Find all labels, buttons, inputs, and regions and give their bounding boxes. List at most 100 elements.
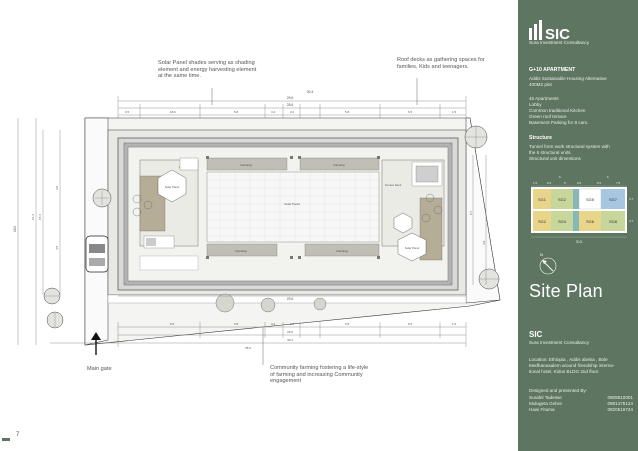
svg-text:1.5: 1.5 [452, 322, 457, 326]
svg-text:Farming: Farming [240, 163, 251, 167]
svg-text:5.8: 5.8 [345, 322, 350, 326]
logo-word: SIC [545, 26, 570, 43]
feature-4: Green roof terrace [529, 114, 567, 119]
svg-text:3.2: 3.2 [271, 322, 276, 326]
svg-text:6.5: 6.5 [408, 110, 413, 114]
location-1: Location: Ethiopia , Addis abeba , Bole [529, 357, 608, 362]
solar-panel-note: Solar Panel shades serving as shading el… [158, 60, 257, 80]
svg-text:3.2: 3.2 [271, 110, 276, 114]
team-member: Mulugeta Gebre 0991475124 [529, 401, 633, 406]
unit-top-2: SG2 [558, 197, 567, 202]
svg-text:6.5: 6.5 [547, 181, 552, 185]
svg-text:8.7: 8.7 [469, 210, 473, 215]
svg-text:6: 6 [559, 175, 561, 179]
svg-text:Farming: Farming [336, 249, 347, 253]
location-2: Medhaneaalem around friendship interna- [529, 363, 615, 368]
north-arrow-icon: N [539, 252, 557, 275]
svg-text:7.5: 7.5 [616, 181, 621, 185]
svg-text:1.5: 1.5 [533, 181, 538, 185]
svg-text:3.2: 3.2 [290, 110, 295, 114]
svg-text:N: N [540, 252, 543, 257]
svg-text:30.4: 30.4 [287, 338, 293, 342]
structure-desc-3: Structural unit dimentions [529, 156, 581, 161]
community-farming-note: Community farming fostering a life-style… [270, 365, 369, 385]
unit-sg4: SG4 [558, 219, 567, 224]
structure-title: Structure [529, 135, 553, 141]
main-gate-label: Main gate [87, 366, 112, 372]
project-title: G+10 APARTMENT [529, 67, 576, 73]
team-member: Hawi Fituma 0920519724 [529, 407, 633, 412]
svg-text:3.2: 3.2 [290, 322, 295, 326]
unit-width: 30.5 [576, 240, 583, 244]
unit-sg7: SG7 [609, 197, 618, 202]
dim-north-total: 29.6 [287, 96, 294, 100]
location-3: tional hotel, Kidus BLDG 2nd floor. [529, 369, 600, 374]
tree-icon [92, 188, 112, 208]
info-sidebar: SIC Sura Investment Consultancy G+10 APA… [518, 0, 638, 451]
svg-text:35.0: 35.0 [245, 346, 251, 350]
svg-text:1.5: 1.5 [452, 110, 457, 114]
svg-text:0.5: 0.5 [125, 110, 130, 114]
team-name: Hawi Fituma [529, 407, 555, 412]
team-member: Surafel Tadesse 0909810001 [529, 395, 633, 400]
team-phone: 0920519724 [607, 407, 633, 412]
svg-text:4.8: 4.8 [482, 240, 486, 245]
svg-text:6.5: 6.5 [408, 322, 413, 326]
team-phone: 0991475124 [607, 401, 633, 406]
svg-text:Farming: Farming [333, 163, 344, 167]
page-number: 7 [16, 432, 20, 438]
site-plan-title: Site Plan [529, 281, 603, 301]
svg-text:4.8: 4.8 [55, 245, 59, 250]
svg-text:Terrace Deck: Terrace Deck [385, 183, 402, 187]
svg-text:Solar Panel: Solar Panel [284, 202, 300, 206]
feature-3: Common traditional Kitchen [529, 108, 586, 113]
svg-text:5.8: 5.8 [234, 110, 239, 114]
drawing-area: Solar Panel shades serving as shading el… [2, 57, 501, 441]
site-plan-drawing: 29.6 30.4 28.6 0.5 18.6 5.8 3.2 3.2 5.8 … [2, 78, 501, 441]
dim-south-total: 29.6 [287, 297, 294, 301]
project-desc-2: 400M2 plot [529, 82, 552, 87]
structure-desc-1: Tunnel form work structural system with [529, 144, 610, 149]
svg-text:Solar Panel: Solar Panel [405, 246, 420, 250]
svg-text:29.6: 29.6 [287, 330, 293, 334]
car-icon [85, 235, 109, 273]
footer-logo: SIC [529, 330, 543, 339]
svg-text:6.5: 6.5 [597, 181, 602, 185]
svg-text:15.4: 15.4 [38, 214, 42, 220]
svg-text:6.5: 6.5 [170, 322, 175, 326]
feature-2: Lobby [529, 102, 542, 107]
svg-text:30.4: 30.4 [307, 90, 314, 94]
designed-by: Designed and presented By- [529, 388, 588, 393]
svg-text:6: 6 [607, 175, 609, 179]
svg-text:5.8: 5.8 [234, 322, 239, 326]
svg-text:4.8: 4.8 [55, 185, 59, 190]
sic-logo: SIC [529, 20, 570, 43]
project-desc-1: Addis Sustainable Housing Alternative [529, 76, 607, 81]
logo-subtitle: Sura Investment Consultancy [529, 40, 590, 45]
svg-text:4.7: 4.7 [629, 219, 634, 223]
team-name: Mulugeta Gebre [529, 401, 562, 406]
dim-west: 18.0 [13, 226, 17, 232]
svg-text:4.7: 4.7 [629, 197, 634, 201]
arrow-up-icon [91, 332, 101, 355]
svg-text:5.8: 5.8 [345, 110, 350, 114]
structure-desc-2: the 6 structural units. [529, 150, 572, 155]
team-phone: 0909810001 [607, 395, 633, 400]
unit-bottom-1: SG2 [538, 219, 547, 224]
structural-units-diagram: 6 6 1.5 6.5 5 9.5 6.5 7.5 SG1 SG2 SG5 SG… [531, 175, 634, 244]
footer-subtitle: Sura Investment Consultancy [529, 340, 590, 345]
svg-text:Solar Panel: Solar Panel [165, 185, 180, 189]
unit-sg1: SG1 [538, 197, 547, 202]
team-name: Surafel Tadesse [529, 395, 562, 400]
roof-decks-note: Roof decks as gathering spaces for famil… [397, 57, 485, 70]
svg-text:9.5: 9.5 [577, 181, 582, 185]
unit-sg5: SG5 [586, 197, 595, 202]
unit-sg8: SG8 [609, 219, 618, 224]
unit-sg6: SG6 [586, 219, 595, 224]
svg-text:Farming: Farming [235, 249, 246, 253]
svg-text:28.6: 28.6 [287, 103, 294, 107]
svg-text:18.6: 18.6 [170, 110, 176, 114]
svg-text:16.4: 16.4 [31, 214, 35, 220]
svg-text:5: 5 [564, 181, 566, 185]
